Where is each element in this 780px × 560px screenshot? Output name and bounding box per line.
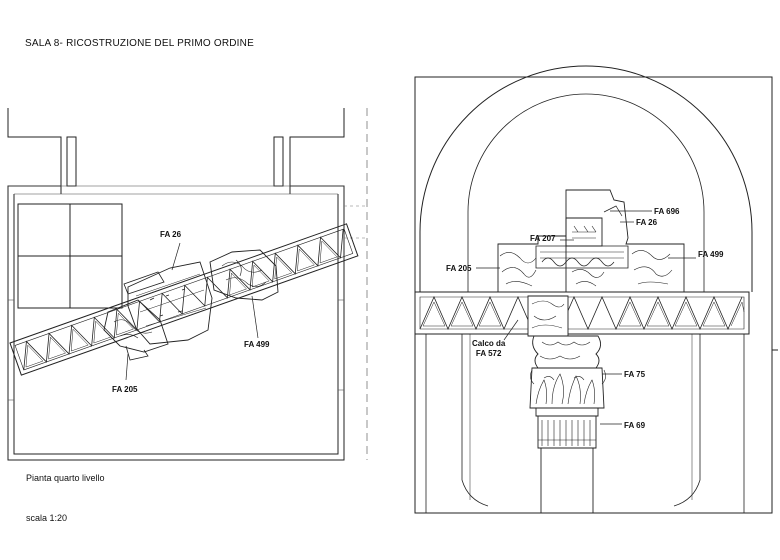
elevation-truss [415, 292, 772, 334]
elevation-label-fa69: FA 69 [624, 421, 646, 430]
plan-caption: Pianta quarto livello [26, 473, 105, 483]
elevation-leaders [476, 211, 696, 424]
elevation-upper-block [498, 190, 684, 292]
plan-leaders [126, 243, 258, 380]
elevation-frame [415, 77, 778, 513]
elevation-label-calco: Calco da FA 572 [472, 339, 505, 359]
plan-label-fa26: FA 26 [160, 230, 182, 239]
elevation-column [528, 296, 606, 513]
elevation-lower-walls [426, 334, 744, 513]
scale-label: scala 1:20 [26, 513, 68, 523]
plan-fragment-fa26 [128, 262, 212, 344]
elevation-label-fa205: FA 205 [446, 264, 472, 273]
plan-label-fa205: FA 205 [112, 385, 138, 394]
elevation-label-fa26: FA 26 [636, 218, 658, 227]
plan-square-panel [18, 204, 122, 308]
plan-walls [8, 108, 344, 460]
plan-label-fa499: FA 499 [244, 340, 270, 349]
sheet-title: SALA 8- RICOSTRUZIONE DEL PRIMO ORDINE [25, 38, 254, 49]
elevation-label-fa499: FA 499 [698, 250, 724, 259]
plan-truss [10, 224, 358, 375]
elevation-label-fa696: FA 696 [654, 207, 680, 216]
calco-line-2: FA 572 [475, 349, 502, 358]
elevation-arch [420, 66, 752, 292]
plan-fragment-fa499 [210, 250, 278, 300]
plan-fragment-fa205 [104, 300, 168, 352]
calco-line-1: Calco da [472, 339, 506, 348]
plan-fragments [104, 250, 278, 360]
elevation-label-fa207: FA 207 [530, 234, 556, 243]
elevation-label-fa75: FA 75 [624, 370, 646, 379]
